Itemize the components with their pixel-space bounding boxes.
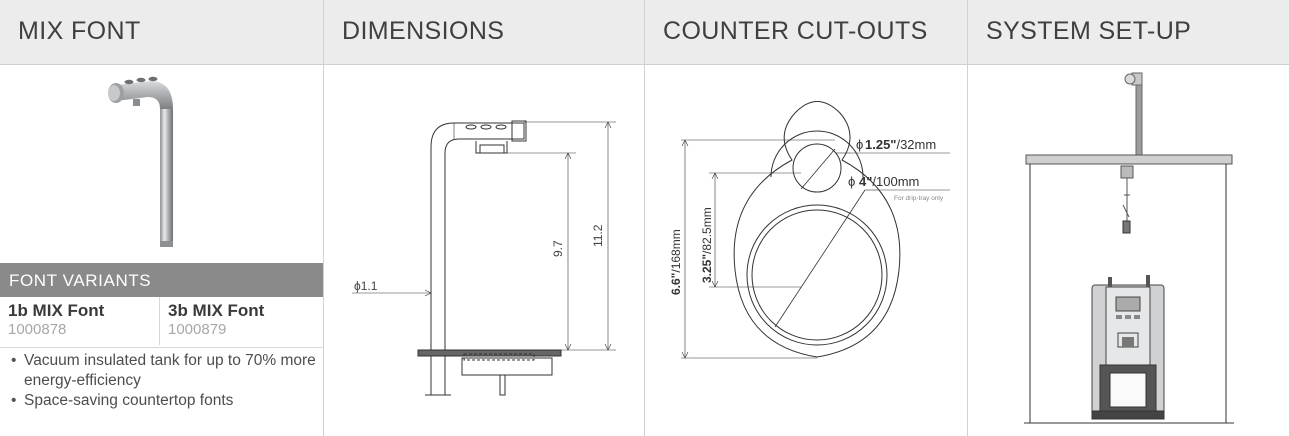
height-9-7-label: 9.7	[551, 240, 565, 257]
dimensions-header: DIMENSIONS	[324, 0, 644, 65]
font-variants-heading: FONT VARIANTS	[0, 263, 323, 297]
system-setup-body	[968, 65, 1289, 436]
variant-code: 1000879	[168, 321, 227, 338]
dimensions-column: DIMENSIONS	[324, 0, 645, 436]
system-setup-header: SYSTEM SET-UP	[968, 0, 1289, 65]
diameter-label: ϕ1.1	[354, 279, 378, 293]
system-setup-diagram	[1024, 72, 1234, 424]
variant-code: 1000878	[8, 321, 67, 338]
counter-cutouts-header: COUNTER CUT-OUTS	[645, 0, 967, 65]
dimension-drawing: ϕ1.1 9.7 11.2	[352, 120, 616, 396]
drip-tray-note: For drip-tray only	[894, 195, 944, 202]
variant-1b-mix-font: 1b MIX Font 1000878	[0, 297, 160, 345]
system-setup-column: SYSTEM SET-UP	[968, 0, 1289, 436]
variant-3b-mix-font: 3b MIX Font 1000879	[160, 297, 323, 345]
center-distance-label: 3.25"/82.5mm	[700, 207, 714, 283]
large-hole-symbol: ϕ	[848, 174, 855, 189]
dimensions-body: ϕ1.1 9.7 11.2	[324, 65, 644, 436]
variant-name: 1b MIX Font	[8, 301, 105, 320]
overall-height-label: 6.6"/168mm	[669, 229, 683, 295]
small-hole-label: 1.25"/32mm	[865, 137, 936, 152]
counter-cutouts-body: ϕ 1.25"/32mm ϕ 4"/100mm For drip-tray on…	[645, 65, 967, 436]
feature-item: Space-saving countertop fonts	[8, 391, 319, 411]
large-hole-label: 4"/100mm	[859, 174, 919, 189]
faucet-product-image	[108, 76, 173, 247]
cutout-drawing: ϕ 1.25"/32mm ϕ 4"/100mm For drip-tray on…	[669, 101, 950, 359]
counter-cutouts-column: COUNTER CUT-OUTS	[645, 0, 968, 436]
mix-font-column: MIX FONT	[0, 0, 324, 436]
height-11-2-label: 11.2	[591, 224, 605, 247]
small-hole-symbol: ϕ	[856, 137, 863, 152]
variant-name: 3b MIX Font	[168, 301, 265, 320]
mix-font-body: FONT VARIANTS 1b MIX Font 1000878 3b MIX…	[0, 65, 323, 436]
divider	[0, 347, 323, 348]
feature-item: Vacuum insulated tank for up to 70% more…	[8, 351, 319, 391]
mix-font-header: MIX FONT	[0, 0, 323, 65]
